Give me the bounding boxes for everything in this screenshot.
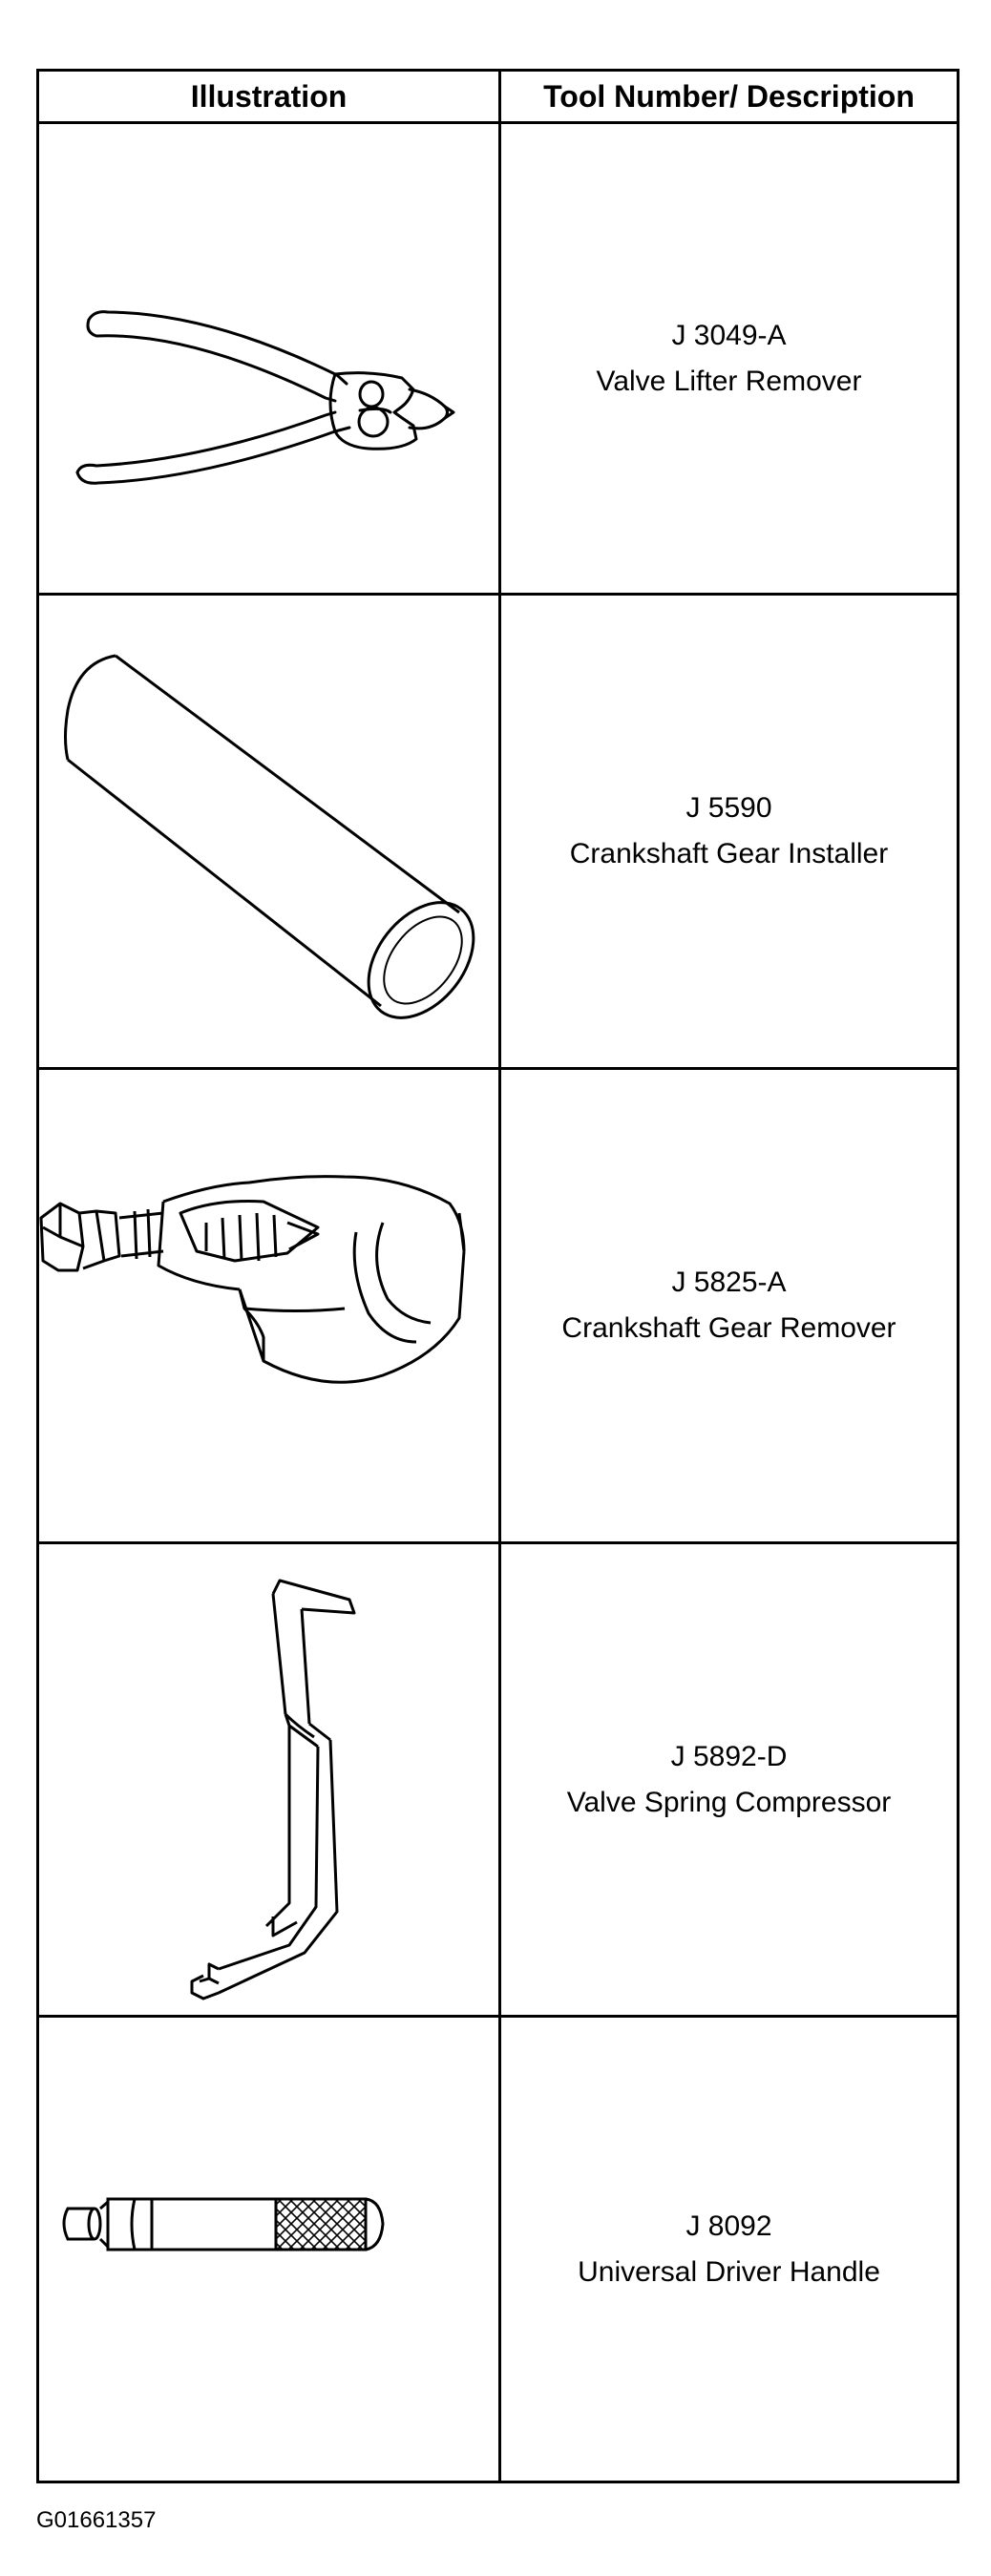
tool-number: J 5590 xyxy=(685,792,772,824)
tool-number: J 5825-A xyxy=(671,1267,787,1298)
tool-row-4: J 5892-D Valve Spring Compressor xyxy=(501,1544,957,2015)
tool-row-5: J 8092 Universal Driver Handle xyxy=(501,2018,957,2481)
handle-illustration xyxy=(39,2018,498,2481)
tool-description: Crankshaft Gear Installer xyxy=(569,838,889,869)
tool-description: Valve Spring Compressor xyxy=(566,1786,892,1818)
header-tool-description: Tool Number/ Description xyxy=(543,78,915,114)
tube-illustration xyxy=(39,596,498,1067)
row-divider xyxy=(39,2015,957,2018)
tool-description: Crankshaft Gear Remover xyxy=(561,1312,896,1344)
special-tools-table: Illustration Tool Number/ Description J … xyxy=(36,69,959,2483)
puller-illustration xyxy=(39,1070,498,1541)
tool-number: J 3049-A xyxy=(671,319,787,351)
header-divider xyxy=(39,121,957,124)
column-divider xyxy=(498,72,501,2481)
tool-row-1: J 3049-A Valve Lifter Remover xyxy=(501,124,957,593)
header-illustration: Illustration xyxy=(190,78,348,114)
figure-code: G01661357 xyxy=(36,2507,157,2533)
tool-number: J 5892-D xyxy=(670,1740,788,1772)
row-divider xyxy=(39,593,957,596)
bent-bar-illustration xyxy=(39,1544,498,2015)
row-divider xyxy=(39,1067,957,1070)
tool-description: Universal Driver Handle xyxy=(578,2255,880,2288)
tool-description: Valve Lifter Remover xyxy=(596,365,862,397)
tool-row-2: J 5590 Crankshaft Gear Installer xyxy=(501,596,957,1067)
tool-row-3: J 5825-A Crankshaft Gear Remover xyxy=(501,1070,957,1541)
tool-number: J 8092 xyxy=(685,2209,772,2242)
row-divider xyxy=(39,1541,957,1544)
pliers-illustration xyxy=(39,124,498,593)
